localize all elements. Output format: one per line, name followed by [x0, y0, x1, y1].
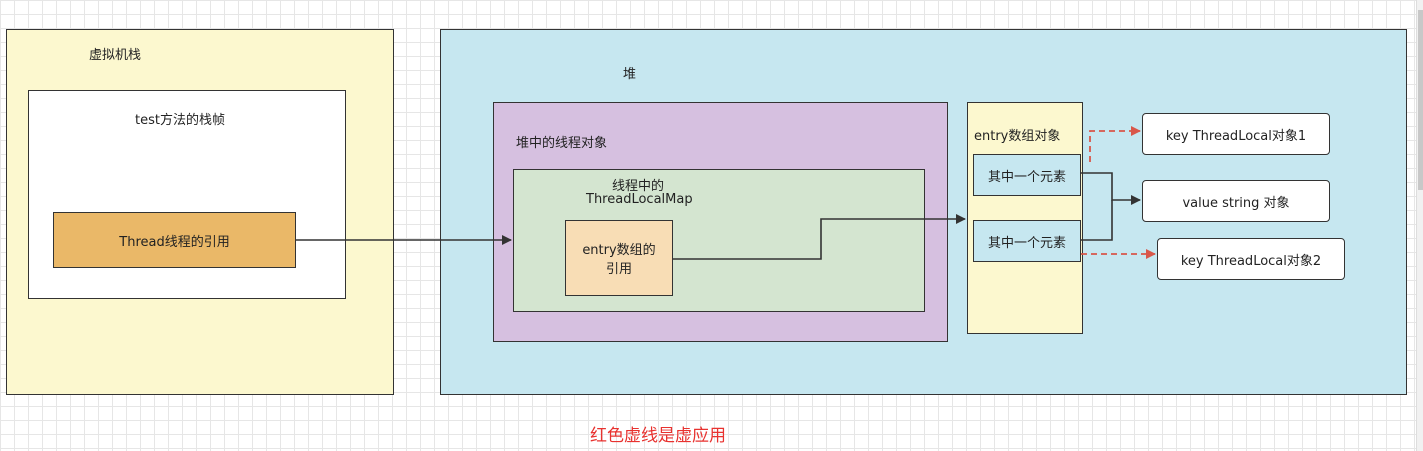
entry-array-reference-line2: 引用	[605, 262, 632, 277]
thread-reference: Thread线程的引用	[53, 212, 296, 268]
entry-array-object: entry数组对象	[967, 102, 1083, 334]
entry-element-2-label: 其中一个元素	[987, 235, 1066, 251]
entry-element-1-label: 其中一个元素	[987, 169, 1066, 185]
entry-array-reference: entry数组的 引用	[565, 220, 673, 296]
entry-array-reference-line1: entry数组的	[582, 243, 656, 258]
key-threadlocal-1-label: key ThreadLocal对象1	[1165, 128, 1307, 144]
stack-frame-title: test方法的栈帧	[135, 113, 225, 128]
key-threadlocal-1: key ThreadLocal对象1	[1142, 113, 1330, 155]
entry-element-2: 其中一个元素	[973, 220, 1081, 262]
thread-object-title: 堆中的线程对象	[516, 136, 608, 151]
entry-element-1: 其中一个元素	[973, 154, 1081, 196]
scrollbar-thumb[interactable]	[1418, 10, 1423, 190]
key-threadlocal-2: key ThreadLocal对象2	[1157, 238, 1345, 280]
value-string-object: value string 对象	[1142, 180, 1330, 222]
value-string-object-label: value string 对象	[1182, 195, 1290, 211]
vertical-scrollbar[interactable]	[1416, 0, 1423, 451]
weak-reference-note: 红色虚线是虚应用	[590, 426, 726, 446]
thread-local-map-title-line2: ThreadLocalMap	[586, 192, 693, 207]
thread-local-map-title-line1: 线程中的	[612, 179, 665, 194]
heap-title: 堆	[623, 67, 637, 82]
entry-array-object-title: entry数组对象	[974, 129, 1061, 144]
jvm-stack-title: 虚拟机栈	[89, 48, 142, 63]
key-threadlocal-2-label: key ThreadLocal对象2	[1180, 253, 1322, 269]
thread-reference-label: Thread线程的引用	[119, 234, 230, 250]
